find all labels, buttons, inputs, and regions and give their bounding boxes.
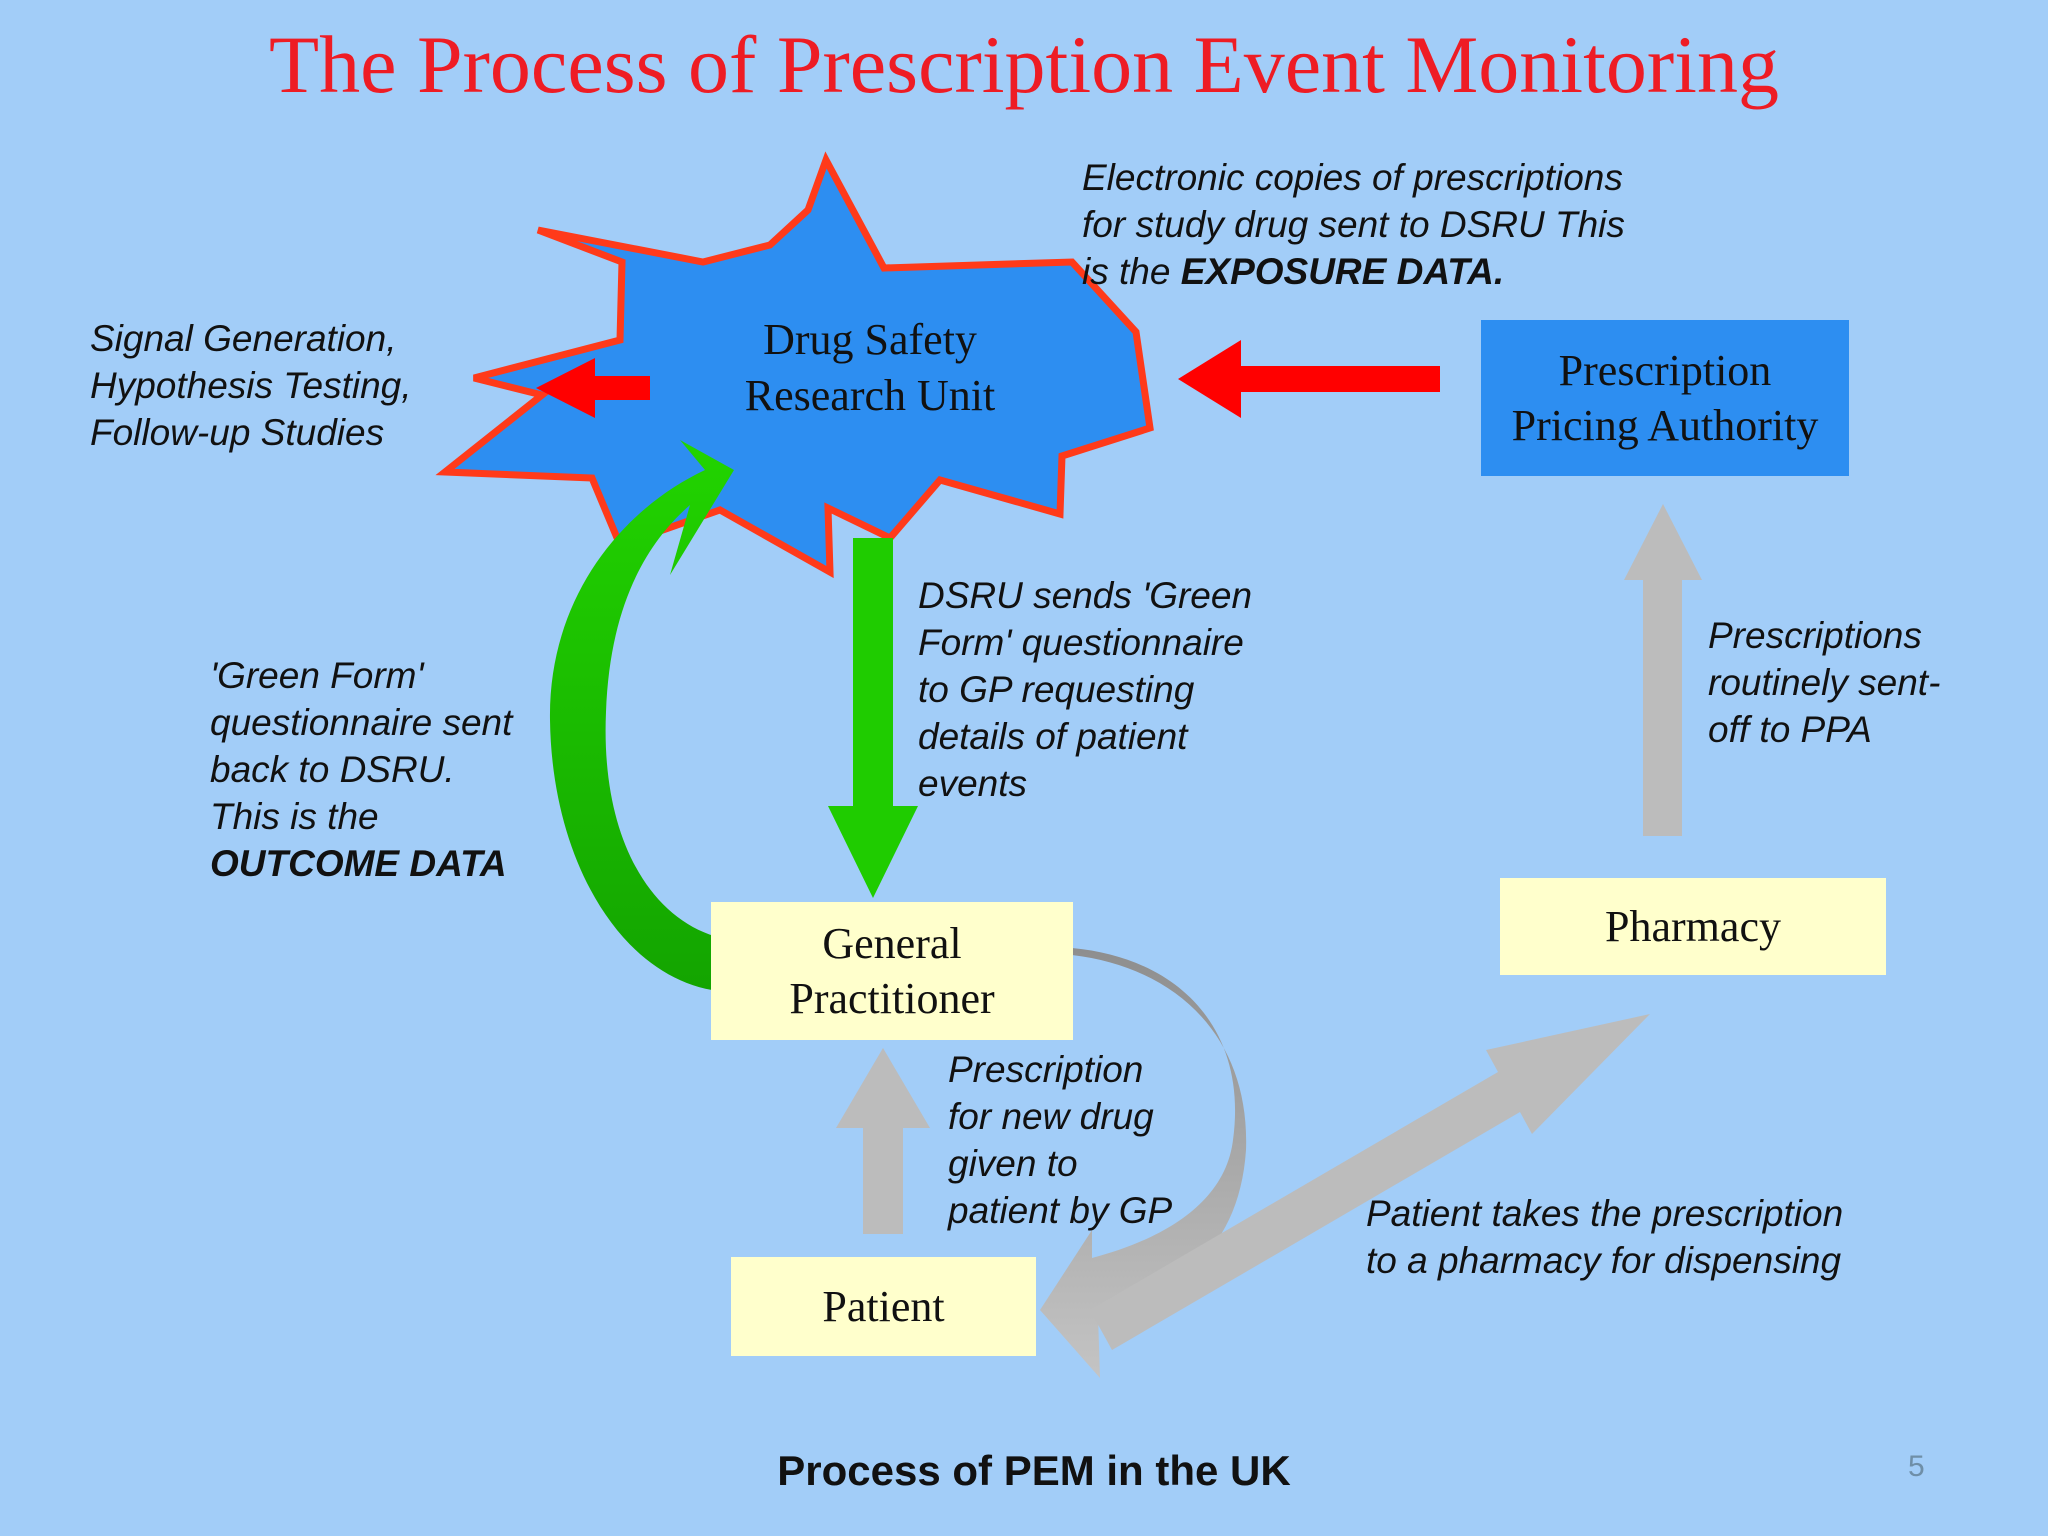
dsru-label: Drug Safety Research Unit (744, 315, 996, 421)
red-arrow-exposure (1178, 340, 1440, 418)
exposure-data-label: EXPOSURE DATA. (1180, 251, 1505, 292)
dsru-sends-note: DSRU sends 'Green Form' questionnaire to… (918, 575, 1253, 804)
outcome-data-label: OUTCOME DATA (210, 843, 507, 884)
figure-caption: Process of PEM in the UK (777, 1447, 1291, 1494)
green-arrow-questionnaire (828, 538, 918, 898)
pharmacy-dispensing-note: Patient takes the prescription to a phar… (1366, 1193, 1844, 1281)
grey-arrow-rx (836, 1048, 930, 1234)
page-title: The Process of Prescription Event Monito… (269, 19, 1779, 110)
patient-box: Patient (731, 1257, 1036, 1356)
grey-arrow-gp-patient (1040, 948, 1247, 1378)
signal-generation-note: Signal Generation, Hypothesis Testing, F… (90, 318, 412, 453)
page-number: 5 (1908, 1450, 1925, 1483)
green-arrow-outcome (549, 440, 734, 992)
ppa-prescriptions-note: Prescriptions routinely sent- off to PPA (1708, 615, 1941, 750)
grey-arrow-ppa (1624, 504, 1702, 836)
gp-box: General Practitioner (711, 902, 1073, 1040)
dsru-star-shape (435, 151, 1154, 579)
prescription-given-note: Prescription for new drug given to patie… (948, 1049, 1173, 1231)
pharmacy-box: Pharmacy (1500, 878, 1886, 975)
grey-arrow-pharmacy (1090, 1014, 1650, 1350)
ppa-box: Prescription Pricing Authority (1481, 320, 1849, 476)
red-arrow-signal (536, 358, 650, 418)
exposure-data-note: Electronic copies of prescriptions for s… (1082, 157, 1625, 292)
green-form-note: 'Green Form' questionnaire sent back to … (210, 652, 512, 887)
